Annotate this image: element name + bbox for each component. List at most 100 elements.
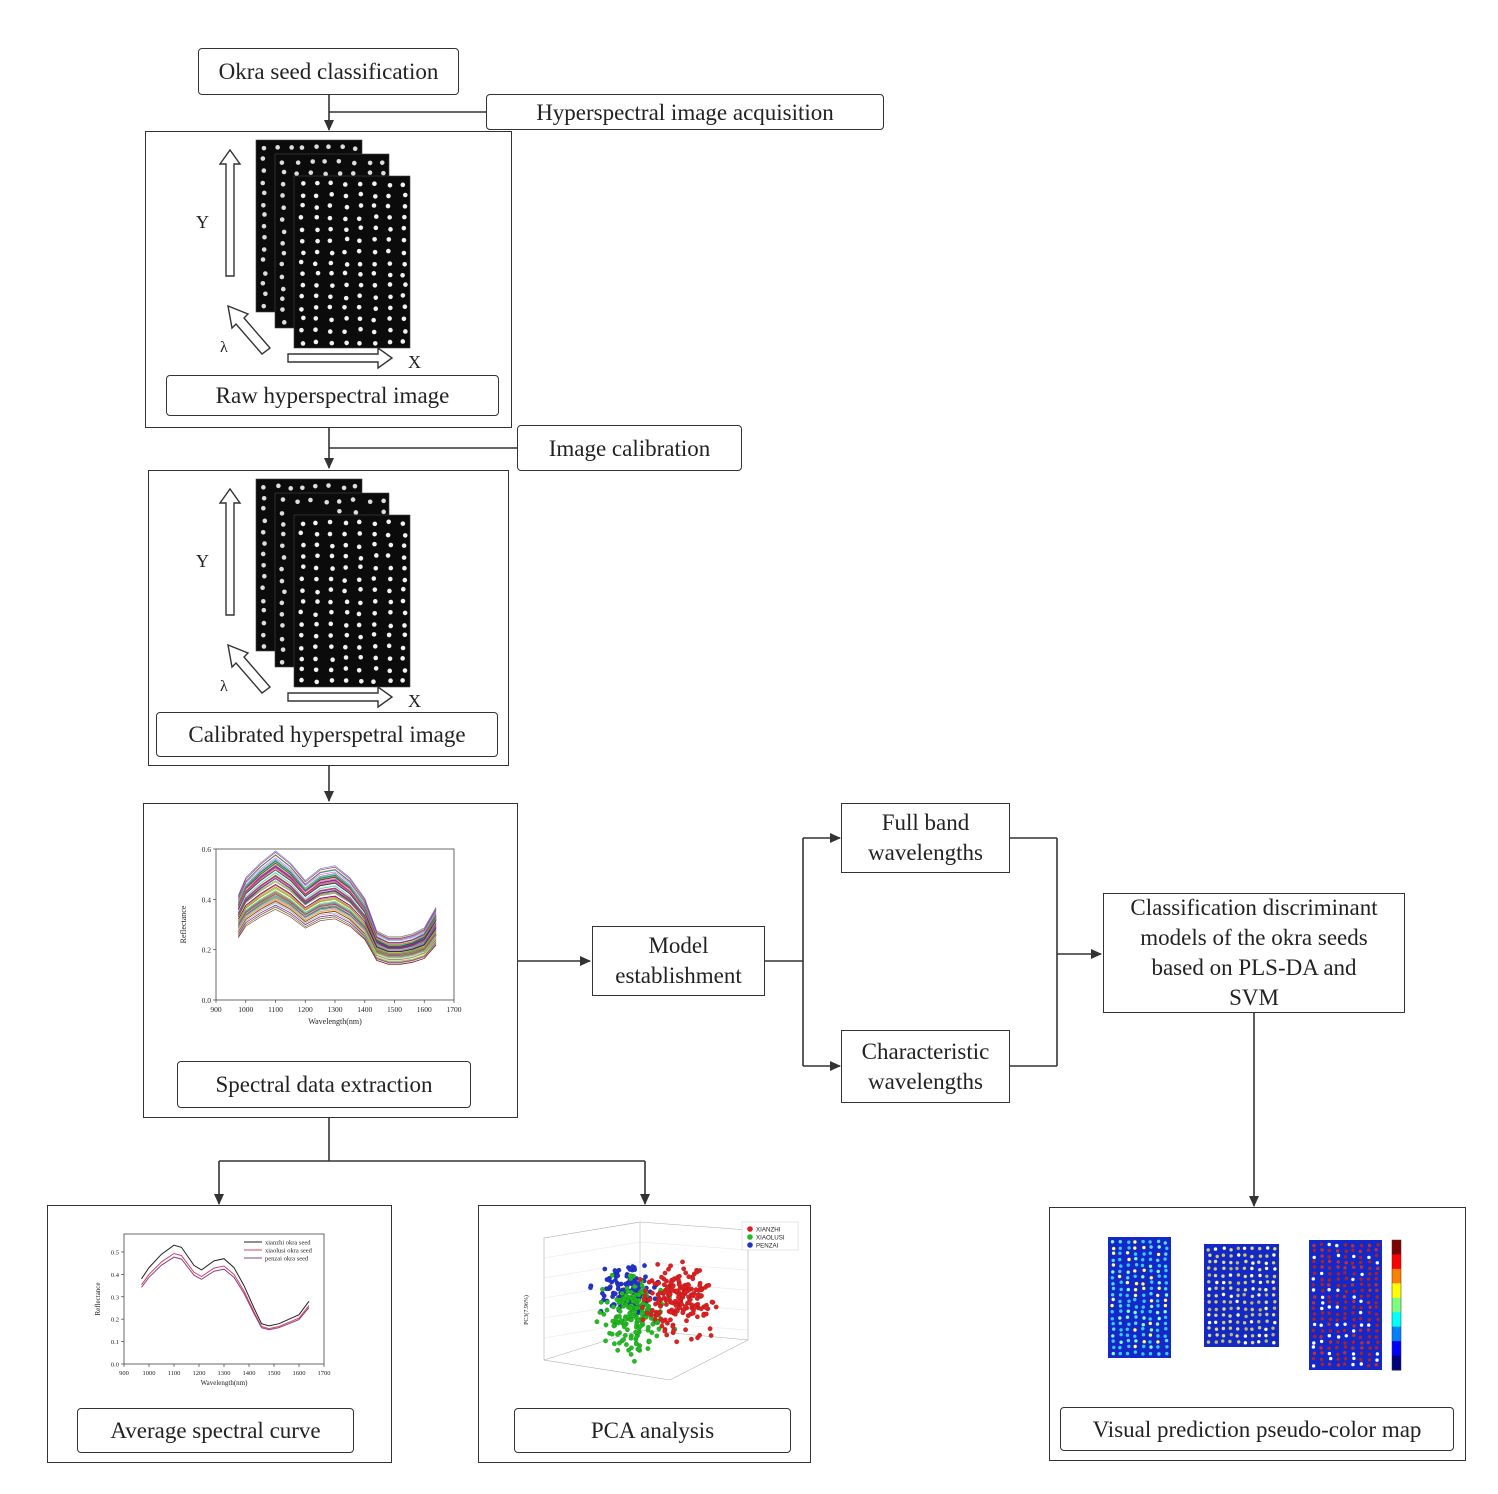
seed-prediction-dot: [1312, 1351, 1317, 1355]
seed-prediction-dot: [1266, 1246, 1270, 1250]
seed-prediction-dot: [1127, 1246, 1131, 1250]
seed-dot: [314, 205, 320, 210]
pca-point: [693, 1287, 699, 1293]
seed-prediction-dot: [1133, 1297, 1137, 1302]
calibration-label: Image calibration: [548, 435, 711, 461]
pca-point: [661, 1282, 667, 1288]
spectrum-line: [238, 851, 437, 939]
seed-prediction-dot: [1110, 1276, 1115, 1280]
pca-point: [679, 1301, 685, 1307]
seed-dot: [371, 679, 376, 684]
x-axis-title: Wavelength(nm): [308, 1017, 362, 1026]
model-establishment-box: Model establishment: [592, 926, 765, 996]
seed-dot: [374, 553, 379, 558]
seed-prediction-dot: [1359, 1243, 1364, 1248]
seed-dot: [315, 270, 321, 276]
pca-label-box: PCA analysis: [514, 1408, 791, 1453]
pca-label: PCA analysis: [590, 1418, 715, 1443]
seed-prediction-dot: [1358, 1317, 1363, 1321]
pca-point: [694, 1314, 700, 1320]
x-tick-label: 1000: [238, 1005, 253, 1014]
seed-dot: [323, 171, 328, 177]
seed-prediction-dot: [1242, 1293, 1246, 1297]
seed-prediction-dot: [1118, 1299, 1122, 1304]
seed-prediction-dot: [1374, 1363, 1378, 1367]
seed-prediction-dot: [1110, 1317, 1114, 1321]
pca-point: [713, 1304, 719, 1310]
seed-prediction-dot: [1125, 1351, 1130, 1356]
pca-point: [616, 1313, 622, 1319]
seed-prediction-dot: [1111, 1286, 1116, 1291]
seed-prediction-dot: [1350, 1283, 1355, 1287]
seed-dot: [343, 216, 348, 222]
seed-dot: [400, 656, 405, 661]
pca-point: [657, 1290, 663, 1296]
seed-prediction-dot: [1221, 1292, 1226, 1297]
seed-prediction-dot: [1215, 1333, 1219, 1337]
seed-prediction-dot: [1265, 1280, 1270, 1284]
seed-prediction-dot: [1375, 1358, 1379, 1362]
seed-dot: [367, 160, 373, 166]
seed-dot: [402, 533, 408, 538]
spectrum-line: [238, 904, 437, 963]
seed-prediction-dot: [1336, 1277, 1340, 1281]
seed-prediction-dot: [1264, 1339, 1268, 1343]
seed-prediction-dot: [1126, 1276, 1130, 1280]
seed-dot: [300, 485, 305, 491]
seed-prediction-dot: [1312, 1243, 1316, 1248]
y-tick-label: 0.2: [202, 946, 212, 955]
seed-dot: [344, 282, 349, 288]
pca-point: [630, 1298, 636, 1304]
seed-dot: [313, 339, 319, 345]
seed-prediction-dot: [1244, 1307, 1248, 1311]
x-tick-label: 1000: [143, 1370, 156, 1377]
legend-label: penzai okra seed: [265, 1256, 309, 1263]
seed-prediction-dot: [1207, 1313, 1211, 1317]
seed-prediction-dot: [1163, 1298, 1168, 1302]
seed-dot: [310, 159, 316, 164]
seed-prediction-dot: [1358, 1328, 1363, 1332]
seed-dot: [298, 646, 304, 651]
spectrum-line: [238, 895, 437, 957]
seed-prediction-dot: [1320, 1295, 1325, 1299]
seed-dot: [358, 282, 364, 288]
seed-prediction-dot: [1360, 1272, 1364, 1277]
seed-prediction-dot: [1327, 1305, 1331, 1309]
colorbar-segment: [1392, 1326, 1401, 1342]
seed-prediction-dot: [1319, 1323, 1323, 1327]
seed-prediction-dot: [1125, 1327, 1129, 1331]
seed-prediction-dot: [1265, 1254, 1269, 1258]
seed-prediction-dot: [1359, 1294, 1364, 1299]
y-tick-label: 0.5: [111, 1249, 119, 1256]
seed-prediction-dot: [1126, 1270, 1130, 1274]
pca-point: [640, 1317, 646, 1323]
seed-dot: [400, 182, 406, 188]
seed-dot: [400, 645, 406, 651]
seed-dot: [343, 655, 349, 660]
classification-models-label: Classification discriminant models of th…: [1130, 895, 1378, 1010]
y-tick-label: 0.1: [111, 1339, 119, 1346]
seed-prediction-dot: [1271, 1333, 1275, 1337]
seed-prediction-dot: [1258, 1308, 1262, 1312]
pca-point: [611, 1341, 617, 1347]
seed-prediction-dot: [1148, 1333, 1153, 1337]
seed-prediction-dot: [1134, 1263, 1139, 1267]
seed-prediction-dot: [1264, 1293, 1269, 1297]
seed-dot: [329, 340, 335, 346]
seed-dot: [327, 519, 333, 525]
seed-prediction-dot: [1118, 1246, 1122, 1250]
seed-dot: [358, 654, 364, 660]
pca-point: [656, 1326, 662, 1332]
seed-prediction-dot: [1243, 1334, 1248, 1338]
seed-dot: [300, 554, 306, 559]
seed-dot: [313, 565, 319, 571]
seed-dot: [261, 168, 267, 173]
spectrum-line: [238, 890, 437, 954]
seed-dot: [288, 486, 294, 491]
seed-dot: [261, 620, 267, 626]
pca-point: [674, 1288, 679, 1294]
seed-dot: [357, 261, 363, 267]
